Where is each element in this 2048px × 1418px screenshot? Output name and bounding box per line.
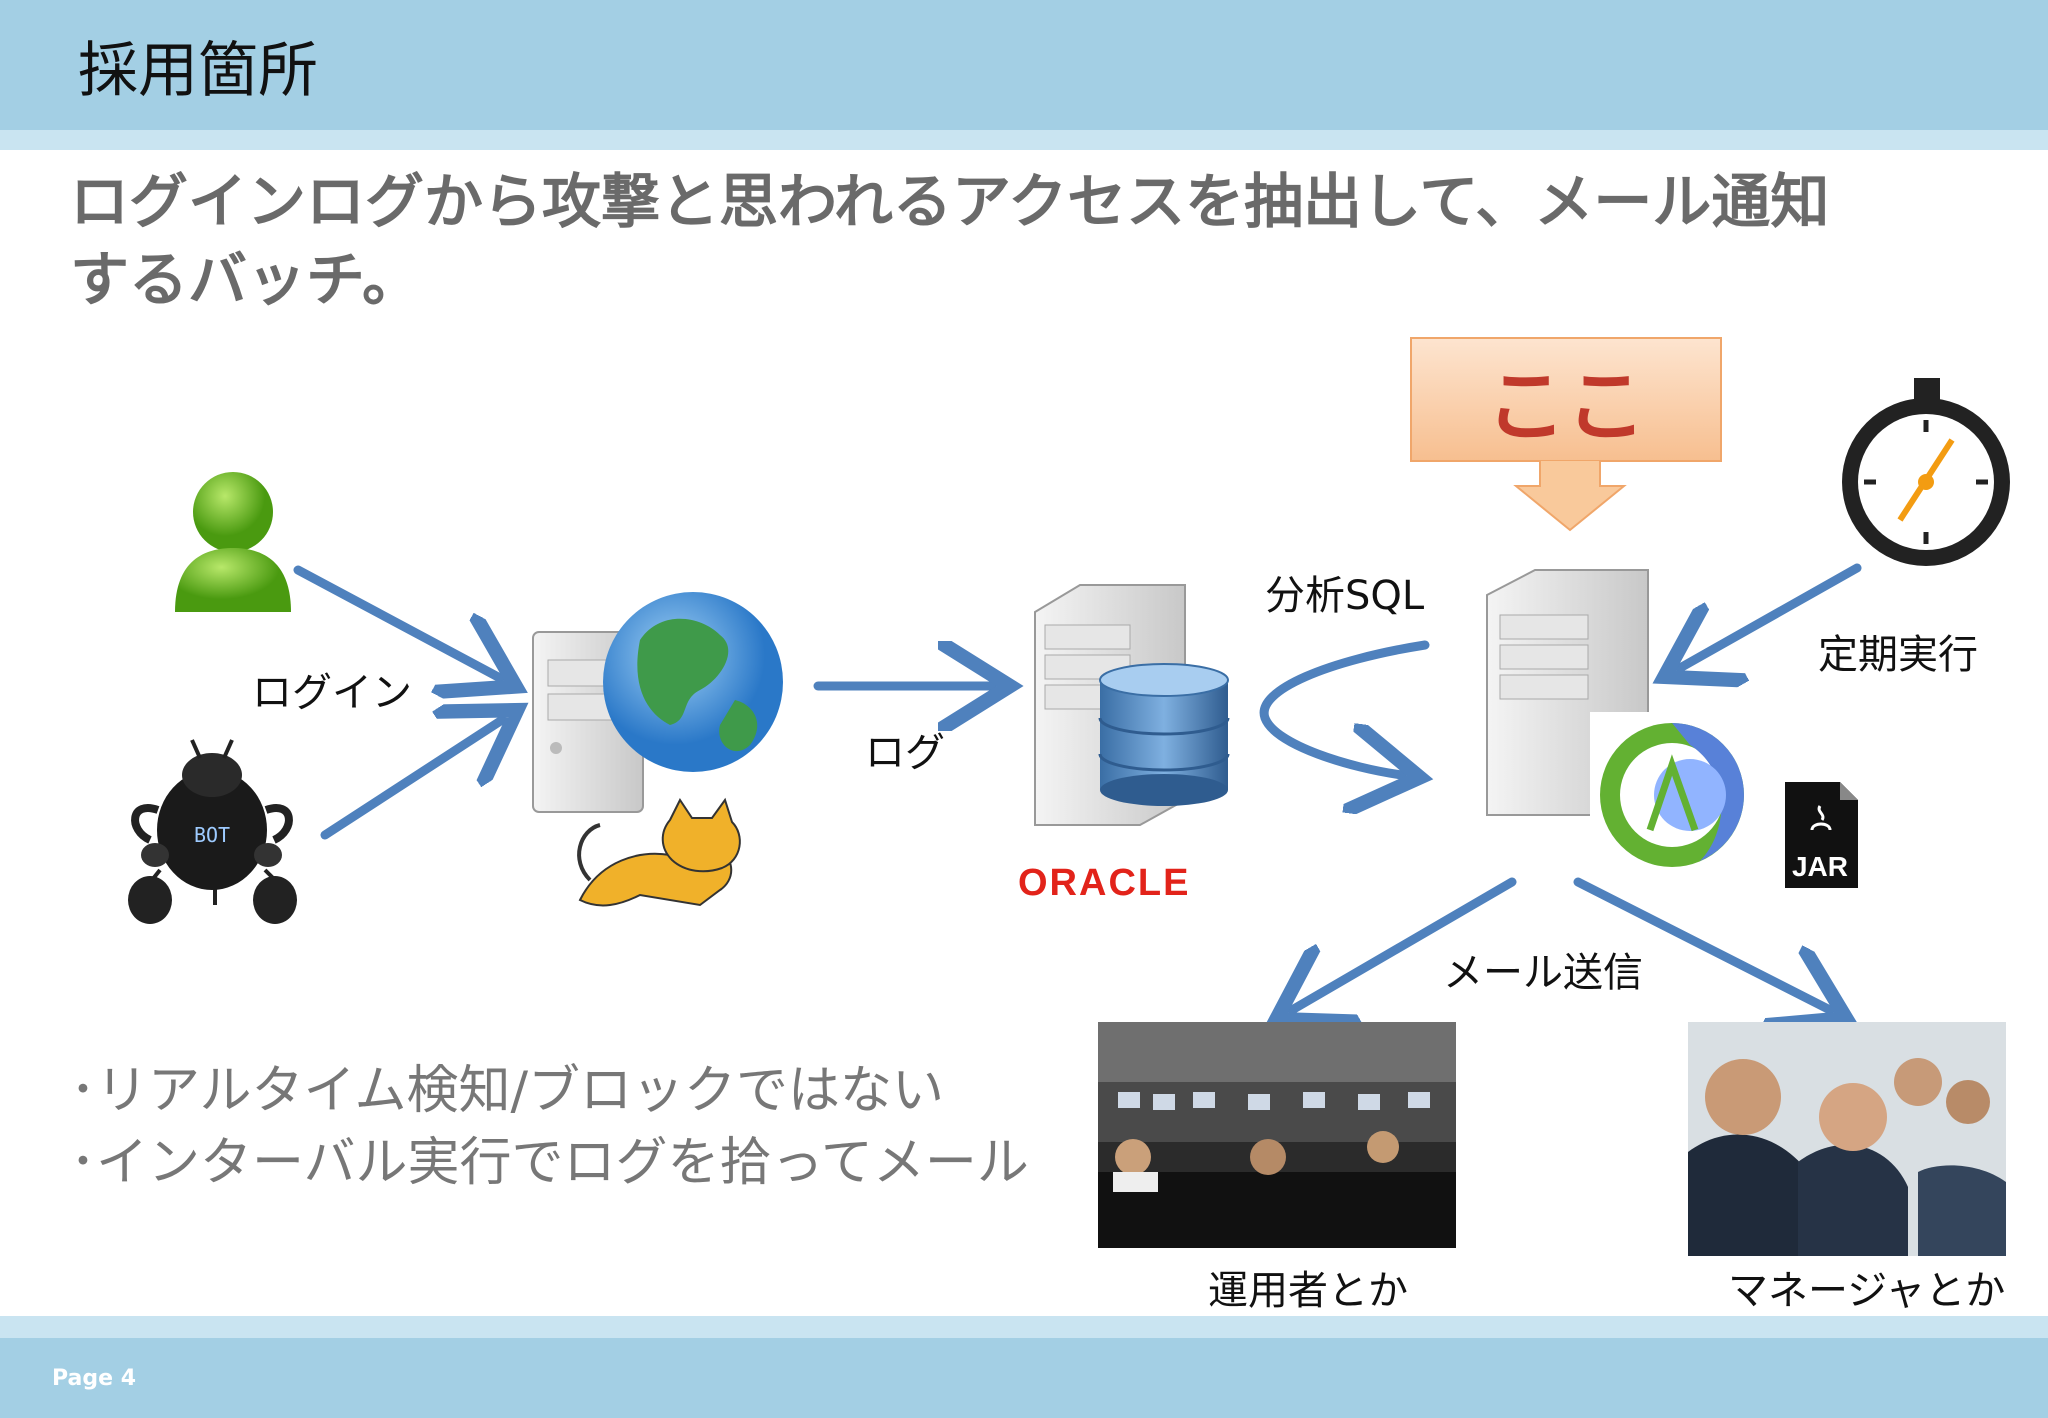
globe-icon bbox=[603, 592, 783, 772]
slide-subtitle: ログインログから攻撃と思われるアクセスを抽出して、メール通知 するバッチ。 bbox=[70, 163, 1970, 319]
operators-label: 運用者とか bbox=[1208, 1268, 1408, 1314]
notes-list: ･リアルタイム検知/ブロックではない ･インターバル実行でログを拾ってメール bbox=[70, 1055, 1029, 1199]
analysis-sql-label: 分析SQL bbox=[1265, 573, 1425, 619]
mail-label: メール送信 bbox=[1443, 950, 1643, 996]
arrow-schedule bbox=[1680, 563, 1862, 668]
callout-box: ここ bbox=[1410, 337, 1722, 462]
slide-title: 採用箇所 bbox=[78, 36, 318, 106]
callout-arrow bbox=[1513, 460, 1627, 532]
bot-icon: BOT bbox=[128, 739, 297, 924]
database-icon bbox=[1098, 663, 1230, 806]
header-bar bbox=[0, 0, 2048, 130]
note-item-2: ･インターバル実行でログを拾ってメール bbox=[70, 1133, 1029, 1193]
subtitle-line-2: するバッチ。 bbox=[70, 245, 422, 314]
schedule-label: 定期実行 bbox=[1818, 632, 1978, 678]
note-item-1: ･リアルタイム検知/ブロックではない bbox=[70, 1061, 944, 1121]
oracle-logo: ORACLE bbox=[1018, 862, 1191, 904]
header-divider bbox=[0, 130, 2048, 150]
bot-text: BOT bbox=[194, 823, 230, 847]
user-icon bbox=[175, 472, 291, 612]
arrow-mail-managers bbox=[1573, 877, 1830, 1010]
stopwatch-icon bbox=[1842, 378, 2010, 566]
log-label: ログ bbox=[865, 730, 945, 776]
clojure-logo-icon bbox=[1590, 712, 1750, 872]
arrow-bot-to-web bbox=[320, 720, 502, 840]
arrow-analysis-sql bbox=[1259, 640, 1425, 775]
tomcat-icon bbox=[577, 797, 741, 907]
login-label: ログイン bbox=[252, 670, 412, 716]
flow-arrows bbox=[293, 563, 1862, 1010]
page-number: Page 4 bbox=[52, 1366, 137, 1391]
managers-photo bbox=[1688, 1022, 2006, 1256]
operators-photo bbox=[1098, 1022, 1456, 1248]
managers-photo-art bbox=[1688, 1022, 2006, 1256]
footer-bar bbox=[0, 1338, 2048, 1418]
arrow-user-to-web bbox=[293, 565, 500, 678]
operators-photo-art bbox=[1098, 1022, 1456, 1248]
jar-text: JAR bbox=[1792, 851, 1848, 882]
managers-label: マネージャとか bbox=[1728, 1268, 2006, 1314]
subtitle-line-1: ログインログから攻撃と思われるアクセスを抽出して、メール通知 bbox=[70, 167, 1830, 236]
jar-file-icon: JAR bbox=[1785, 782, 1858, 888]
arrow-mail-operators bbox=[1292, 877, 1517, 1010]
footer-divider bbox=[0, 1316, 2048, 1338]
